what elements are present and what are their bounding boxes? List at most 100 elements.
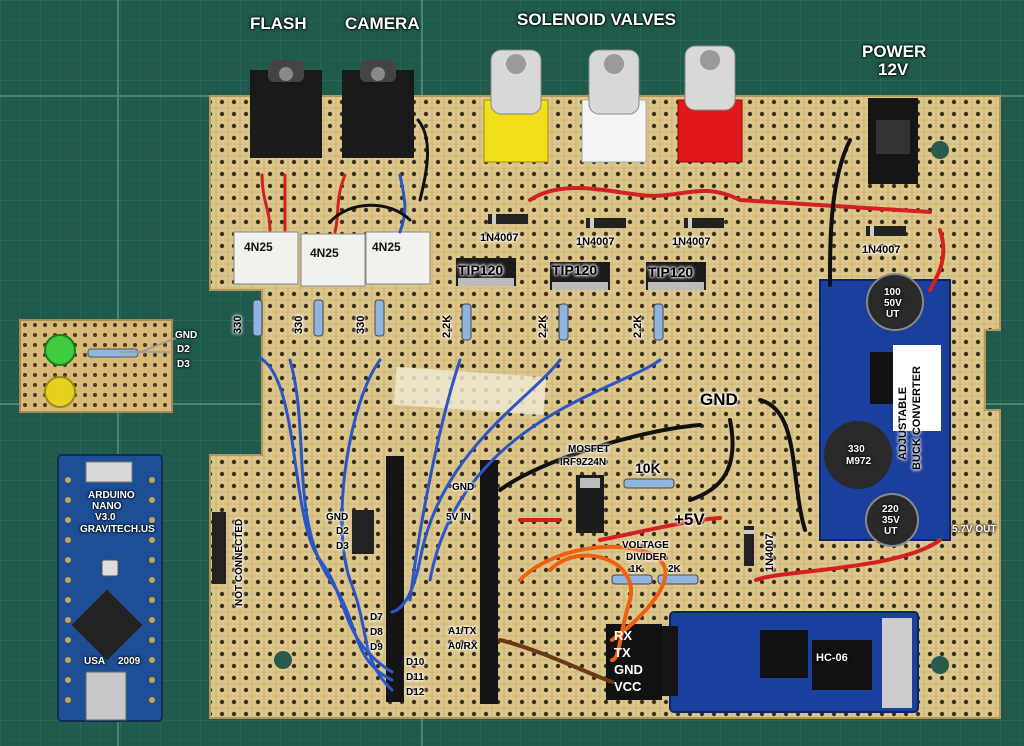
power-voltage: 12V [878, 60, 909, 79]
nano-year: 2009 [118, 656, 141, 667]
resistor-2k2-3 [653, 303, 664, 341]
header-right [480, 460, 498, 704]
resistor-330-2 [313, 299, 324, 337]
header-left [386, 456, 404, 702]
buck-inductor-line1: 330 [848, 444, 865, 455]
voltage-divider-label-2: DIVIDER [626, 552, 667, 563]
resistor-330-3-label: 330 [355, 315, 367, 334]
not-connected-label: NOT CONNECTED [234, 518, 245, 606]
buck-cap2-line2: 35V [882, 515, 900, 526]
nano-usa: USA [84, 656, 106, 667]
optocoupler-2-label: 4N25 [310, 246, 339, 260]
nano-ver: V3.0 [95, 512, 116, 523]
resistor-2k2-1 [461, 303, 472, 341]
flash-header: FLASH [250, 14, 307, 33]
header-d12-label: D12 [406, 687, 425, 698]
nano-usb [85, 671, 127, 721]
transistor-1-label: TIP120 [458, 262, 504, 278]
header-d11-label: D11 [406, 672, 424, 683]
diode-2 [586, 218, 626, 228]
header-d10-label: D10 [406, 657, 425, 668]
resistor-2k2-2 [558, 303, 569, 341]
buck-cap1-line2: 50V [884, 298, 902, 309]
transistor-2-label: TIP120 [552, 262, 598, 278]
header-right-vin-label: 5V IN [446, 512, 472, 523]
green-led [44, 334, 76, 366]
plus5v-label: +5V [674, 510, 705, 529]
yellow-led [44, 376, 76, 408]
optocoupler-1-label: 4N25 [244, 240, 273, 254]
header-d9-label: D9 [370, 642, 383, 653]
bt-pin-gnd: GND [614, 662, 643, 677]
optocoupler-3 [365, 231, 431, 285]
diode-5-label: 1N4007 [764, 533, 776, 572]
led-gnd-label: GND [175, 330, 198, 341]
header-right-a1-label: A1/TX [448, 626, 477, 637]
rca-yellow [483, 49, 549, 163]
camera-header: CAMERA [345, 14, 420, 33]
header-d7-label: D7 [370, 612, 383, 623]
resistor-2k-label: 2K [668, 564, 681, 575]
resistor-330-3 [374, 299, 385, 337]
led-board [19, 319, 173, 413]
resistor-330-1-label: 330 [232, 315, 244, 334]
flash-jack [250, 60, 322, 158]
bt-pin-rx: RX [614, 628, 633, 643]
resistor-2k [657, 574, 699, 585]
diode-1-label: 1N4007 [480, 232, 519, 244]
diode-1 [488, 214, 528, 224]
header-right-gnd-label: GND [452, 482, 475, 493]
buck-cap-2 [865, 493, 919, 547]
buck-label-2: BUCK CONVERTER [911, 366, 923, 470]
header-small [352, 510, 374, 554]
bt-module-label: HC-06 [816, 652, 848, 664]
bt-pin-vcc: VCC [614, 679, 642, 694]
buck-cap2-line1: 220 [882, 504, 899, 515]
mosfet-title-label: MOSFET [568, 444, 610, 455]
diode-4-label: 1N4007 [862, 244, 901, 256]
buck-cap2-line3: UT [884, 526, 898, 537]
buck-cap-1 [866, 273, 924, 331]
optocoupler-3-label: 4N25 [372, 240, 401, 254]
rca-red [677, 45, 743, 163]
buck-out-label: 5.7V OUT [952, 524, 997, 535]
resistor-2k2-1-label: 2.2K [441, 314, 453, 338]
buck-label-1: ADJUSTABLE [897, 386, 909, 460]
optocoupler-1 [233, 231, 299, 285]
diode-3-label: 1N4007 [672, 236, 711, 248]
power-header: POWER [862, 42, 927, 61]
rca-white [581, 49, 647, 163]
nano-brand: ARDUINO [88, 490, 135, 501]
masking-tape [393, 366, 547, 416]
header-gnd-label: GND [326, 512, 349, 523]
nano-maker: GRAVITECH.US [80, 524, 155, 535]
buck-cap1-line3: UT [886, 309, 900, 320]
resistor-2k2-2-label: 2.2K [537, 314, 549, 338]
resistor-1k-label: 1K [630, 564, 643, 575]
diode-5 [744, 526, 754, 566]
resistor-330-1 [252, 299, 263, 337]
buck-cap1-line1: 100 [884, 287, 901, 298]
header-d3-label: D3 [336, 541, 349, 552]
solenoid-header: SOLENOID VALVES [517, 10, 677, 29]
buck-inductor-line2: M972 [846, 456, 872, 467]
led-d2-label: D2 [177, 344, 190, 355]
header-nc [212, 512, 226, 584]
power-jack [868, 98, 918, 184]
nano-model: NANO [92, 501, 122, 512]
transistor-3-label: TIP120 [648, 264, 694, 280]
buck-inductor [824, 421, 892, 489]
diode-3 [684, 218, 724, 228]
r10k-label: 10K [635, 460, 661, 476]
arduino-nano [57, 454, 163, 722]
header-d2-label: D2 [336, 526, 349, 537]
bt-pin-tx: TX [614, 645, 631, 660]
resistor-2k2-3-label: 2.2K [632, 314, 644, 338]
voltage-divider-label-1: VOLTAGE [622, 540, 669, 551]
header-d8-label: D8 [370, 627, 383, 638]
resistor-330-2-label: 330 [293, 315, 305, 334]
gnd-label: GND [700, 390, 738, 409]
camera-jack [342, 60, 414, 158]
resistor-10k [623, 478, 675, 489]
